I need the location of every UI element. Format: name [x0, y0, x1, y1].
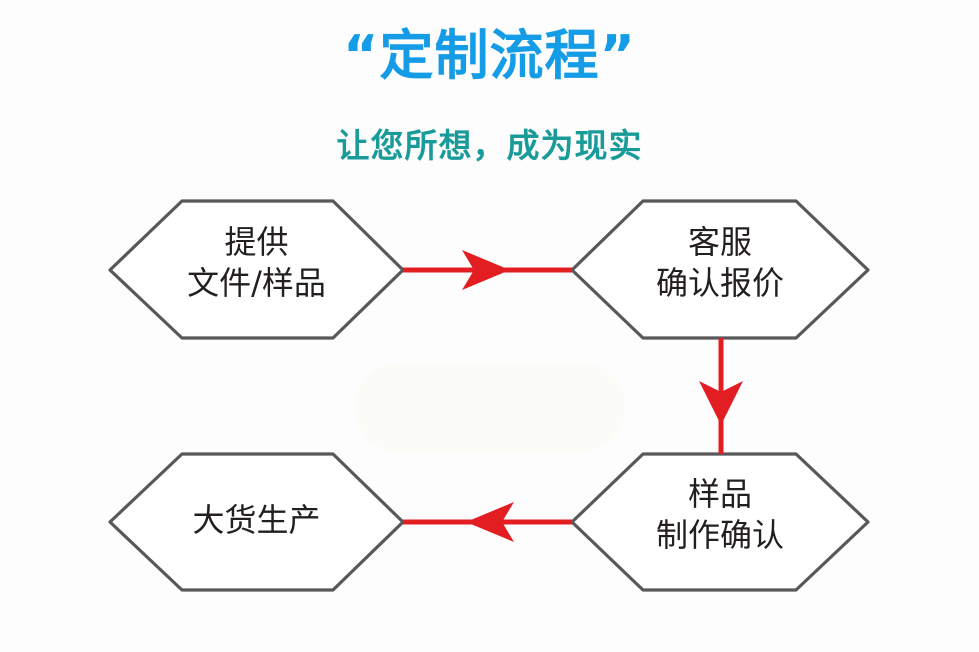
arrowhead-right-icon: [462, 250, 510, 290]
arrow-step3-to-step4: [403, 502, 572, 542]
page-subtitle: 让您所想，成为现实: [336, 126, 643, 165]
arrow-step2-to-step3: [699, 338, 743, 454]
hexagon-step-1[interactable]: [108, 199, 405, 340]
page-title: “定制流程”: [343, 24, 636, 87]
arrowhead-down-icon: [699, 381, 743, 425]
hexagon-step-2[interactable]: [570, 199, 870, 340]
hexagon-step-4[interactable]: [108, 452, 405, 592]
arrow-step1-to-step2: [403, 250, 572, 290]
hexagon-step-3[interactable]: [570, 452, 870, 592]
arrowhead-left-icon: [466, 502, 514, 542]
